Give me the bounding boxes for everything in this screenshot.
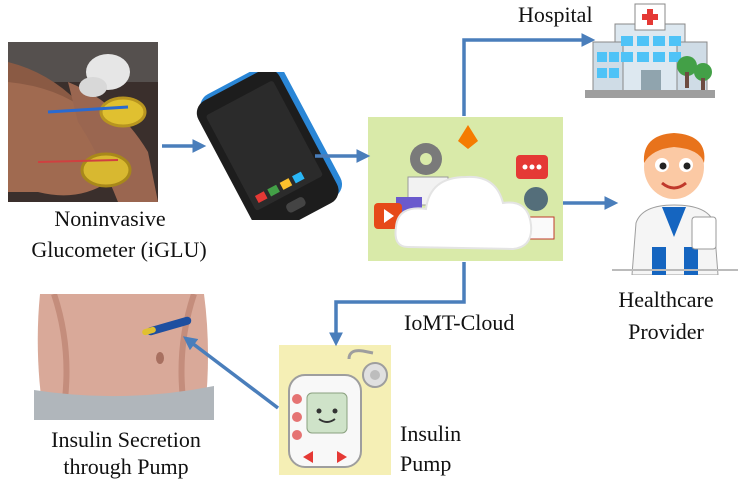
provider-label-line2: Provider [628,319,704,344]
arrow-cloud-to-pump [329,262,466,347]
abdomen-injection-photo [34,294,214,420]
glucometer-photo [8,42,158,202]
secretion-label-line2: through Pump [63,454,189,479]
cloud-label: IoMT-Cloud [404,310,515,335]
healthcare-provider-icon [612,133,738,275]
pump-label-line2: Pump [400,451,452,476]
smartphone-icon [196,72,343,220]
pump-label-line1: Insulin [400,421,462,446]
iomt-cloud-icon [368,117,563,261]
hospital-icon [585,3,715,98]
arrow-cloud-to-hospital [462,33,596,116]
arrow-pump-to-abdomen [182,336,280,410]
provider-label-line1: Healthcare [618,287,714,312]
secretion-label-line1: Insulin Secretion [51,427,201,452]
insulin-pump-icon [279,345,391,475]
glucometer-label-line2: Glucometer (iGLU) [31,237,207,262]
hospital-label: Hospital [518,2,593,27]
glucometer-label-line1: Noninvasive [54,206,166,231]
